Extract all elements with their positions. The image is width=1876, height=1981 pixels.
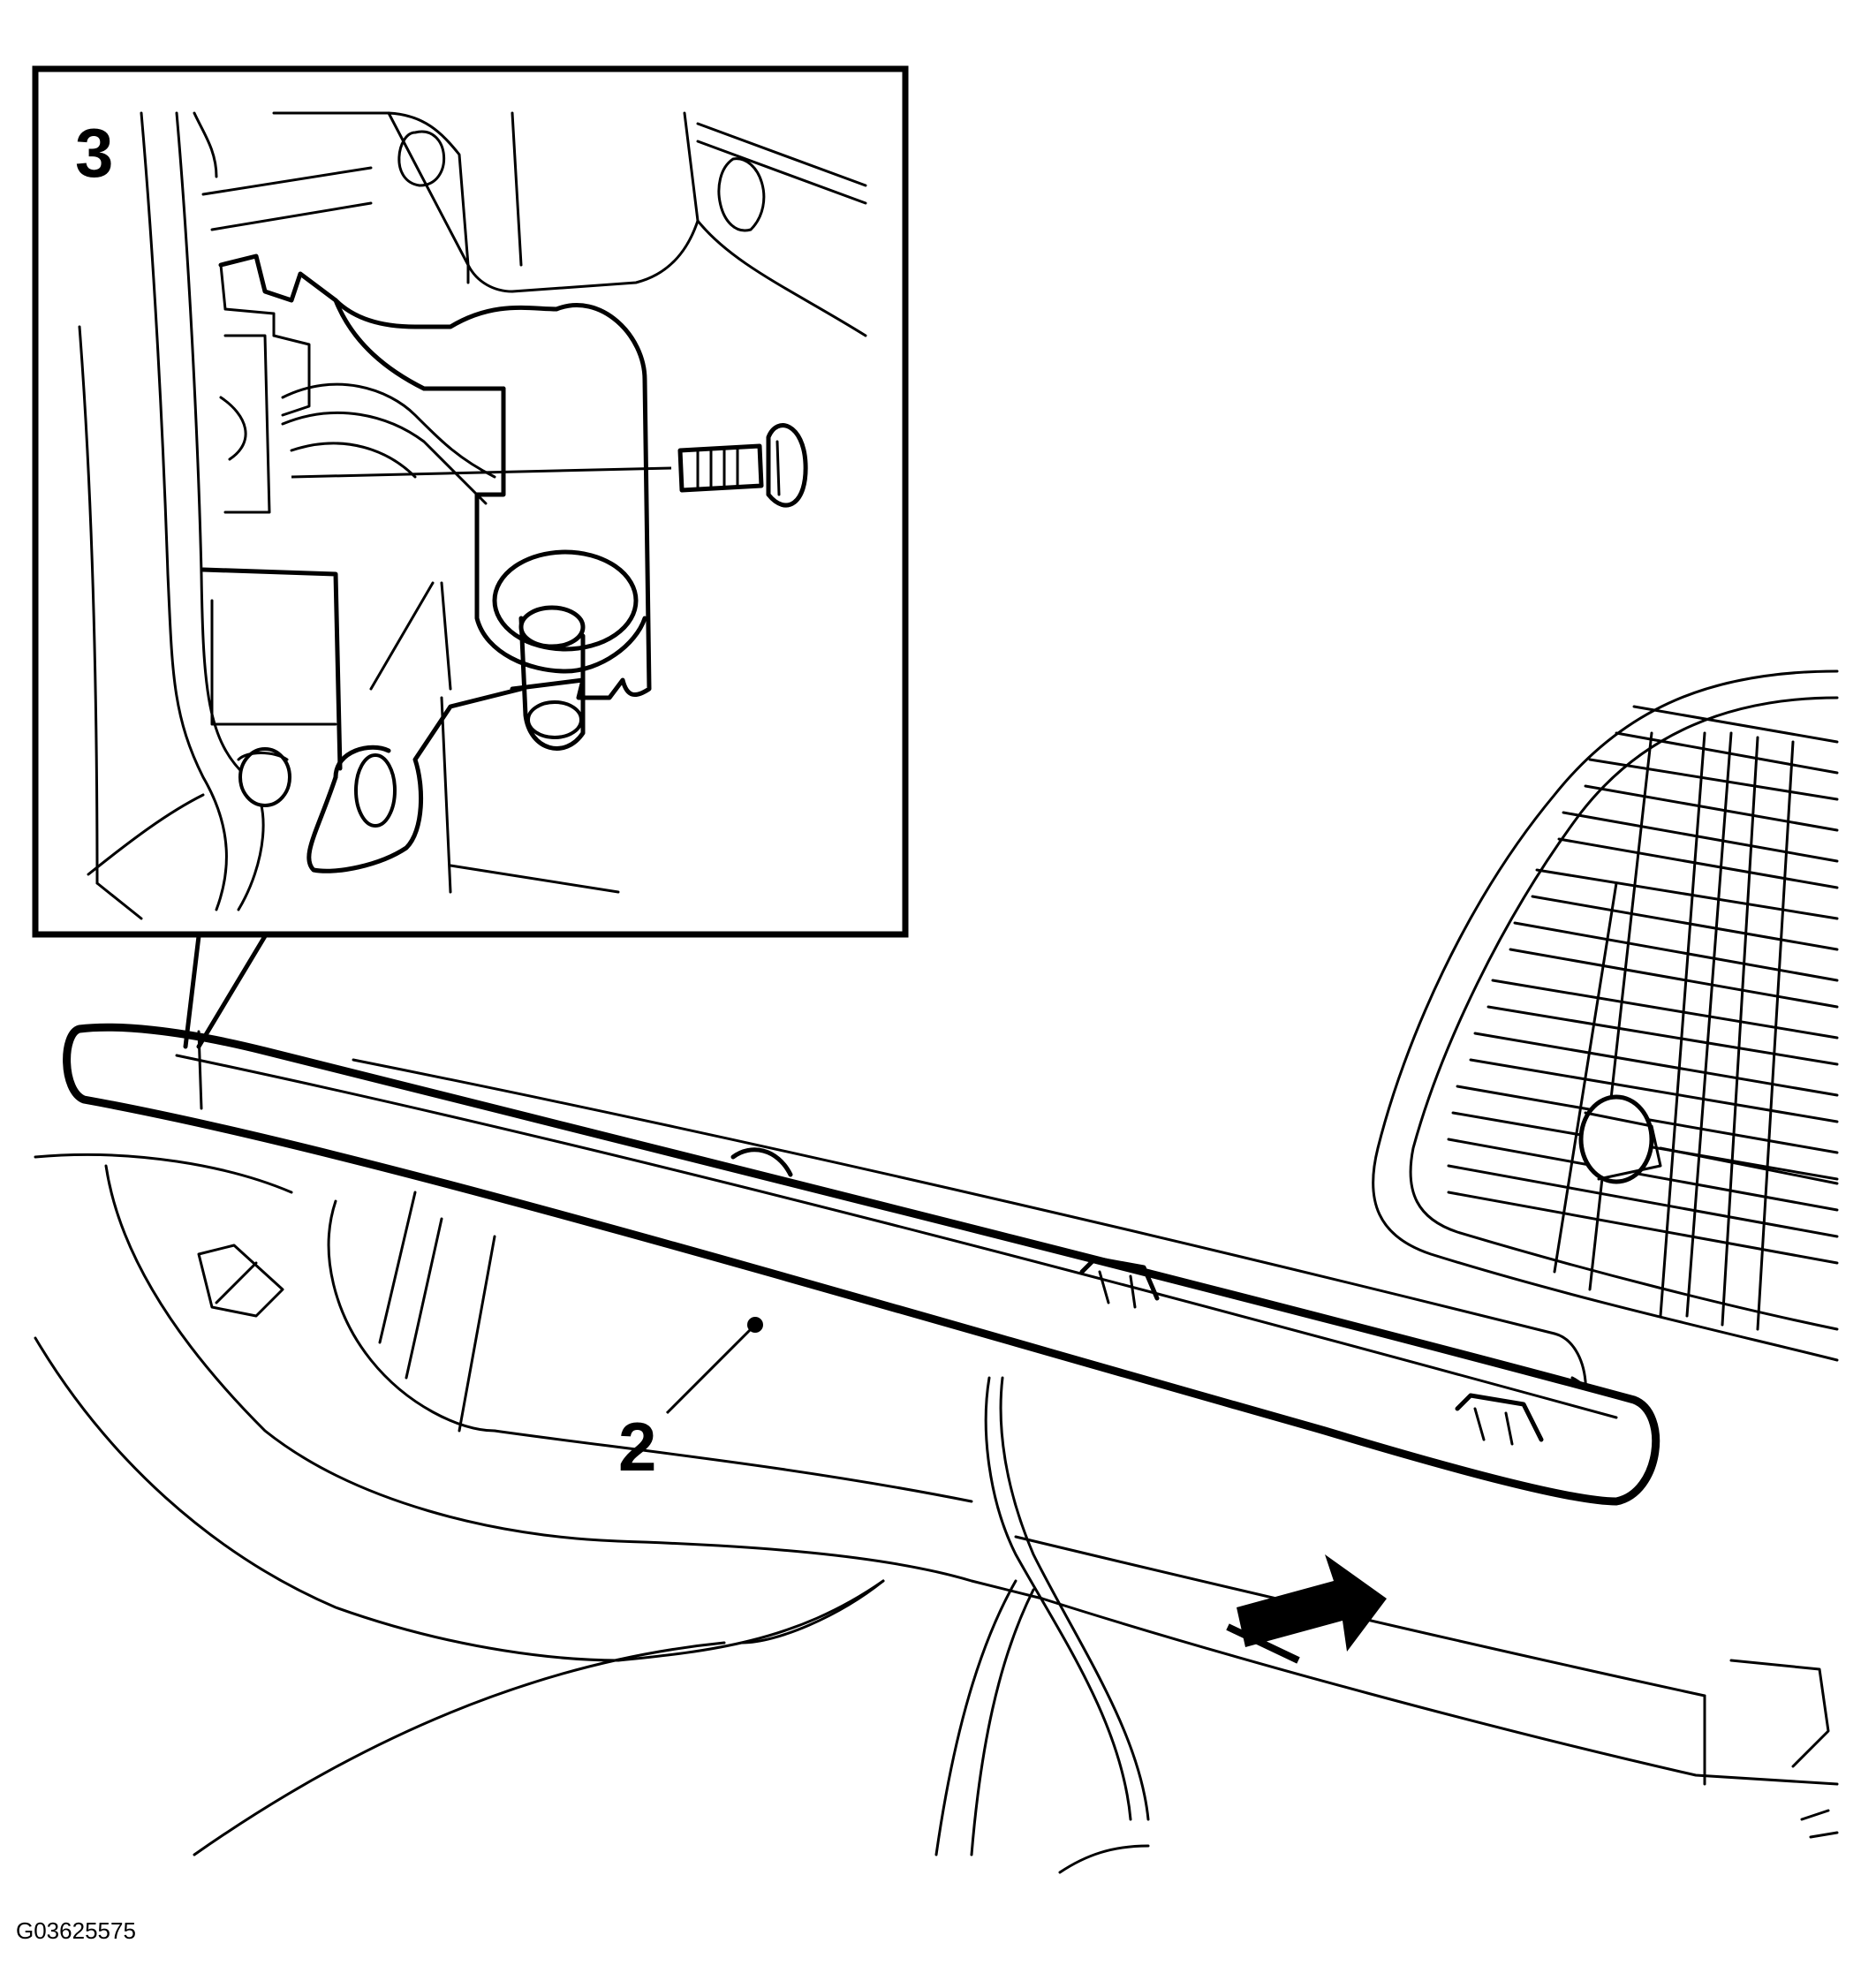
screw-leader-line xyxy=(291,466,672,479)
clip-1 xyxy=(730,1147,793,1177)
clip-3 xyxy=(1455,1393,1544,1442)
inset-detail: 3 xyxy=(32,65,909,938)
callout-2-label: 2 xyxy=(618,1408,656,1486)
air-vent-knob xyxy=(1578,1094,1839,1185)
screw xyxy=(677,423,808,508)
figure-id: G03625575 xyxy=(16,1917,136,1944)
inset-pointer xyxy=(183,934,268,1049)
inset-number-label: 3 xyxy=(75,114,113,192)
clip-2 xyxy=(1079,1256,1160,1301)
push-arrow xyxy=(1226,1554,1387,1664)
callout-2-leader xyxy=(665,1323,757,1415)
dashboard-scene: 2 xyxy=(34,669,1839,1874)
trim-strip-panel xyxy=(63,1023,1660,1506)
air-vent-slats xyxy=(1447,705,1839,1265)
air-vent-louvers xyxy=(1553,731,1795,1331)
